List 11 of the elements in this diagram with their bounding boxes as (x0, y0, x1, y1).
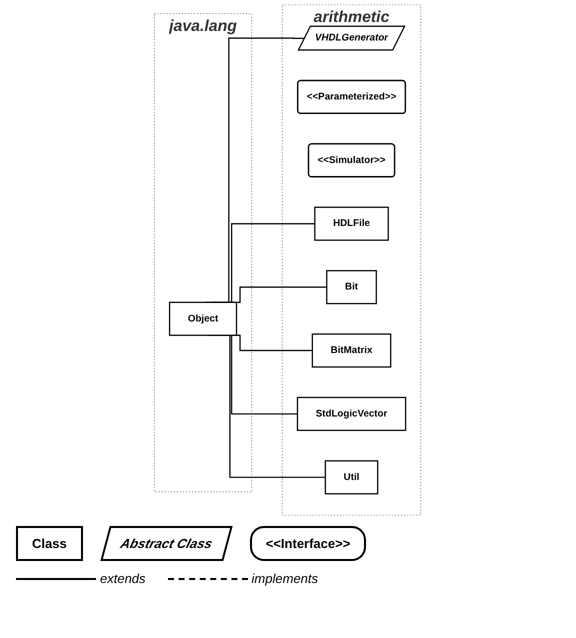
node-box: Object (169, 302, 238, 336)
node-box: StdLogicVector (297, 396, 407, 431)
legend-text: extends (100, 571, 146, 586)
interface-legend-sample: <<Interface>> (250, 526, 366, 561)
abstract-class-legend-sample: Abstract Class (100, 526, 232, 561)
node-box: HDLFile (314, 206, 390, 241)
node-box: BitMatrix (312, 333, 392, 368)
node-box: Bit (326, 270, 378, 304)
node-box: Util (325, 460, 379, 494)
legend-text: implements (252, 571, 318, 586)
class-legend-sample: Class (16, 526, 83, 561)
